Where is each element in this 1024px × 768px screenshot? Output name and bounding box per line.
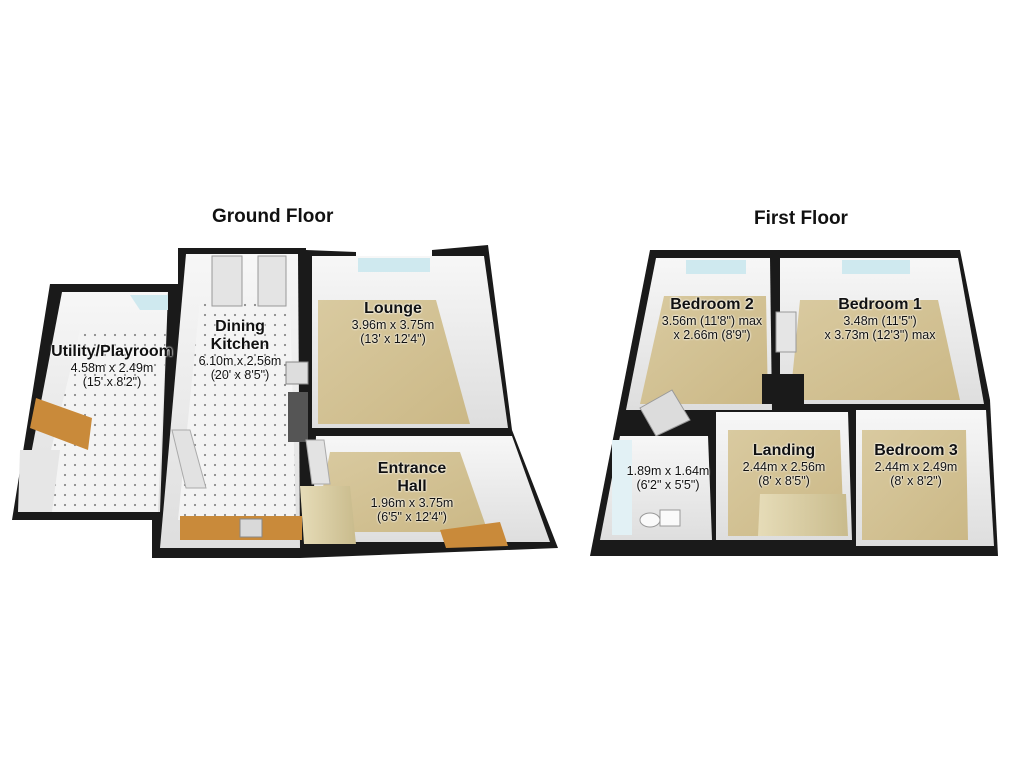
room-dimensions-metric: 1.96m x 3.75m [370,496,454,510]
room-name: Lounge [364,300,422,317]
utility-playroom-label: Utility/Playroom 4.58m x 2.49m (15' x 8'… [51,343,173,389]
toilet [639,512,661,528]
glazed-door [257,255,287,307]
room-dimensions-metric: 2.44m x 2.49m [874,460,958,474]
window [686,260,746,274]
bedroom-1-label: Bedroom 1 3.48m (11'5") x 3.73m (12'3") … [824,296,935,342]
room-dimensions-imperial: (20' x 8'5") [210,368,270,382]
room-name: Bedroom 2 [670,296,754,313]
sink [239,518,263,538]
bedroom-3-label: Bedroom 3 2.44m x 2.49m (8' x 8'2") [874,442,958,488]
room-dimensions-imperial: (6'5" x 12'4") [377,510,447,524]
bedroom-2 [626,258,772,437]
entrance-hall [300,436,550,548]
ground-floor-title: Ground Floor [212,206,334,227]
basin [659,509,681,527]
room-dimensions: 3.56m (11'8") max [661,314,763,328]
room-name: Bedroom 3 [874,442,958,459]
lounge [312,256,508,428]
room-name: Entrance [377,460,447,477]
bathroom [600,436,712,540]
room-name: Bedroom 1 [838,296,922,313]
room-dimensions-metric: 1.89m x 1.64m [626,464,710,478]
room-dimensions: 3.48m (11'5") [843,314,917,328]
bedroom-3 [856,410,994,546]
front-door [440,522,508,548]
room-dimensions-metric: 2.44m x 2.56m [742,460,826,474]
utility-playroom [18,292,168,512]
room-dimensions-imperial: (15' x 8'2") [82,375,142,389]
dining-kitchen [160,254,309,548]
room-dimensions-imperial: (13' x 12'4") [360,332,426,346]
room-dimensions-metric: 4.58m x 2.49m [70,361,154,375]
window [130,295,168,310]
landing [716,374,852,540]
room-name: Utility/Playroom [51,343,173,360]
landing-label: Landing 2.44m x 2.56m (8' x 8'5") [743,442,826,488]
lounge-label: Lounge 3.96m x 3.75m (13' x 12'4") [352,300,435,346]
ground-floor-plan [12,245,558,558]
bedroom-2-label: Bedroom 2 3.56m (11'8") max x 2.66m (8'9… [662,296,762,342]
staircase [758,494,848,536]
room-dimensions: x 2.66m (8'9") [673,328,751,342]
bedroom-1 [775,258,984,404]
door [30,398,92,450]
dining-kitchen-label: Dining Kitchen 6.10m x 2.56m (20' x 8'5"… [199,318,282,382]
room-name: Dining [215,318,265,335]
bathroom-label: 1.89m x 1.64m (6'2" x 5'5") [627,464,710,492]
first-floor-title: First Floor [754,208,848,229]
glazed-door [211,255,243,307]
room-name: Landing [752,442,816,459]
window [358,258,430,272]
room-dimensions-imperial: (8' x 8'5") [758,474,810,488]
entrance-hall-label: Entrance Hall 1.96m x 3.75m (6'5" x 12'4… [371,460,454,524]
room-dimensions: x 3.73m (12'3") max [824,328,936,342]
staircase [300,486,356,544]
first-floor-plan [590,250,998,556]
window [842,260,910,274]
room-name: Hall [397,478,427,495]
room-dimensions-metric: 3.96m x 3.75m [351,318,435,332]
room-dimensions-metric: 6.10m x 2.56m [198,354,282,368]
room-name: Kitchen [210,336,270,353]
room-dimensions-imperial: (8' x 8'2") [890,474,942,488]
room-dimensions-imperial: (6'2" x 5'5") [636,478,700,492]
